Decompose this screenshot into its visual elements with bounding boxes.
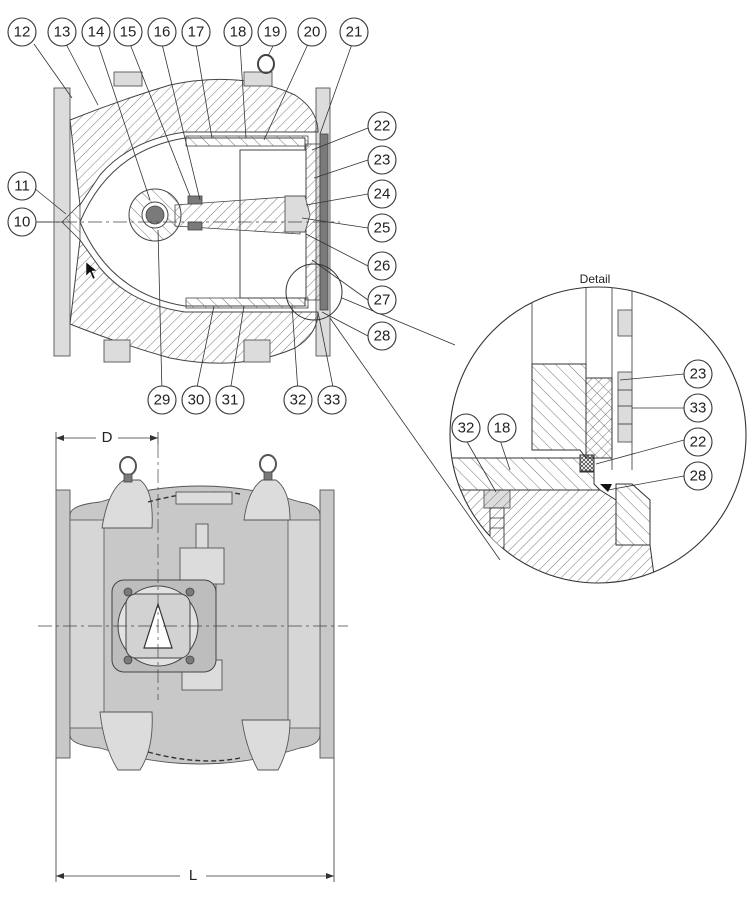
callout-14	[81, 17, 111, 47]
detail-callout-22	[683, 427, 713, 457]
actuator-housing	[179, 547, 225, 585]
callout-32	[283, 385, 313, 415]
callout-25	[367, 213, 397, 243]
callout-13	[47, 17, 77, 47]
dimension-l: L	[55, 758, 335, 884]
svg-text:27: 27	[374, 292, 391, 309]
callout-22	[367, 111, 397, 141]
detail-callouts: 23 33 22 28 32 18	[451, 359, 713, 491]
elev-inlet-flange	[55, 489, 71, 759]
o-ring	[579, 454, 595, 472]
detail-callout-32	[451, 413, 481, 443]
svg-text:28: 28	[690, 468, 707, 485]
detail-indicator-circle	[285, 263, 343, 321]
callout-18	[223, 17, 253, 47]
dimension-d-label: D	[102, 429, 113, 446]
leader-lines	[33, 43, 369, 393]
dimension-l-label: L	[189, 867, 197, 884]
callout-12	[7, 17, 37, 47]
svg-text:16: 16	[154, 24, 171, 41]
detail-callout-23	[683, 359, 713, 389]
svg-text:12: 12	[14, 24, 31, 41]
callout-10	[7, 207, 37, 237]
detail-callout-28	[683, 461, 713, 491]
callout-28	[367, 321, 397, 351]
svg-text:23: 23	[690, 366, 707, 383]
callout-29	[147, 385, 177, 415]
callout-15	[113, 17, 143, 47]
section-callouts: 12 13 14 15 16 17 18 19 20 21 22 23 24 2…	[7, 17, 397, 415]
svg-text:32: 32	[458, 420, 475, 437]
svg-text:33: 33	[690, 400, 707, 417]
callout-27	[367, 285, 397, 315]
svg-text:25: 25	[374, 220, 391, 237]
callout-23	[367, 145, 397, 175]
callout-30	[181, 385, 211, 415]
svg-text:29: 29	[154, 392, 171, 409]
callout-33	[317, 385, 347, 415]
callout-19	[257, 17, 287, 47]
svg-text:21: 21	[346, 24, 363, 41]
svg-text:30: 30	[188, 392, 205, 409]
callout-20	[297, 17, 327, 47]
callout-24	[367, 179, 397, 209]
elev-outlet-flange	[319, 489, 335, 759]
svg-text:28: 28	[374, 328, 391, 345]
callout-21	[339, 17, 369, 47]
svg-text:15: 15	[120, 24, 137, 41]
dimension-d: D	[55, 429, 159, 490]
svg-text:11: 11	[14, 178, 30, 195]
lever	[174, 195, 301, 235]
callout-31	[215, 385, 245, 415]
svg-text:17: 17	[188, 24, 205, 41]
detail-title: Detail	[580, 272, 611, 286]
svg-text:26: 26	[374, 258, 391, 275]
svg-text:31: 31	[222, 392, 239, 409]
svg-text:13: 13	[54, 24, 71, 41]
svg-text:14: 14	[88, 24, 105, 41]
svg-text:18: 18	[494, 420, 511, 437]
elevation-view	[38, 444, 348, 771]
detail-view	[449, 286, 747, 584]
svg-text:18: 18	[230, 24, 247, 41]
svg-text:23: 23	[374, 152, 391, 169]
svg-text:22: 22	[374, 118, 391, 135]
detail-callout-18	[487, 413, 517, 443]
svg-text:19: 19	[264, 24, 281, 41]
callout-17	[181, 17, 211, 47]
svg-text:33: 33	[324, 392, 341, 409]
section-view	[38, 54, 501, 561]
detail-leaders	[465, 373, 685, 493]
svg-text:20: 20	[304, 24, 321, 41]
upper-body	[69, 78, 319, 207]
callout-26	[367, 251, 397, 281]
callout-11	[7, 171, 37, 201]
callout-16	[147, 17, 177, 47]
svg-text:24: 24	[374, 186, 391, 203]
svg-text:10: 10	[14, 214, 31, 231]
svg-text:22: 22	[690, 434, 707, 451]
detail-callout-33	[683, 393, 713, 423]
svg-text:32: 32	[290, 392, 307, 409]
